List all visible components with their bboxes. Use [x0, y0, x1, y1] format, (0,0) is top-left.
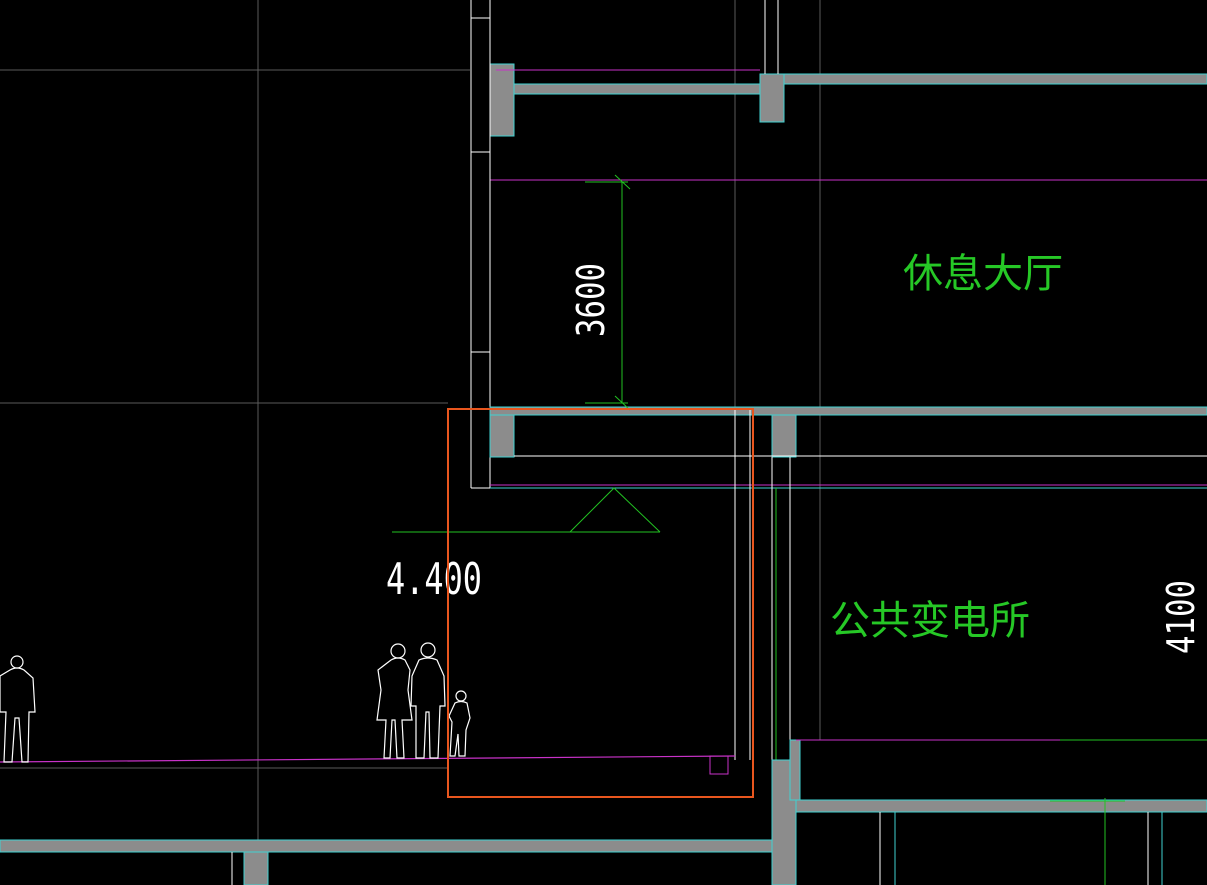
elevation-triangle-icon — [392, 487, 661, 533]
grid-lines — [0, 0, 821, 885]
human-figure-icon — [0, 642, 471, 763]
selection-rectangle[interactable] — [447, 408, 754, 798]
room-label-substation: 公共变电所 — [830, 598, 1030, 644]
internal-wall — [734, 410, 791, 760]
ground-slab — [0, 755, 773, 885]
lower-right-slab — [771, 739, 1207, 885]
elevation-label: 4.400 — [386, 554, 482, 605]
dimension-4100-label: 4100 — [1159, 580, 1203, 654]
dimension-3600-label: 3600 — [569, 263, 613, 337]
middle-slab — [489, 406, 1207, 489]
room-label-lounge: 休息大厅 — [903, 251, 1063, 297]
upper-slab — [489, 63, 1207, 181]
dimension-3600 — [585, 174, 631, 411]
